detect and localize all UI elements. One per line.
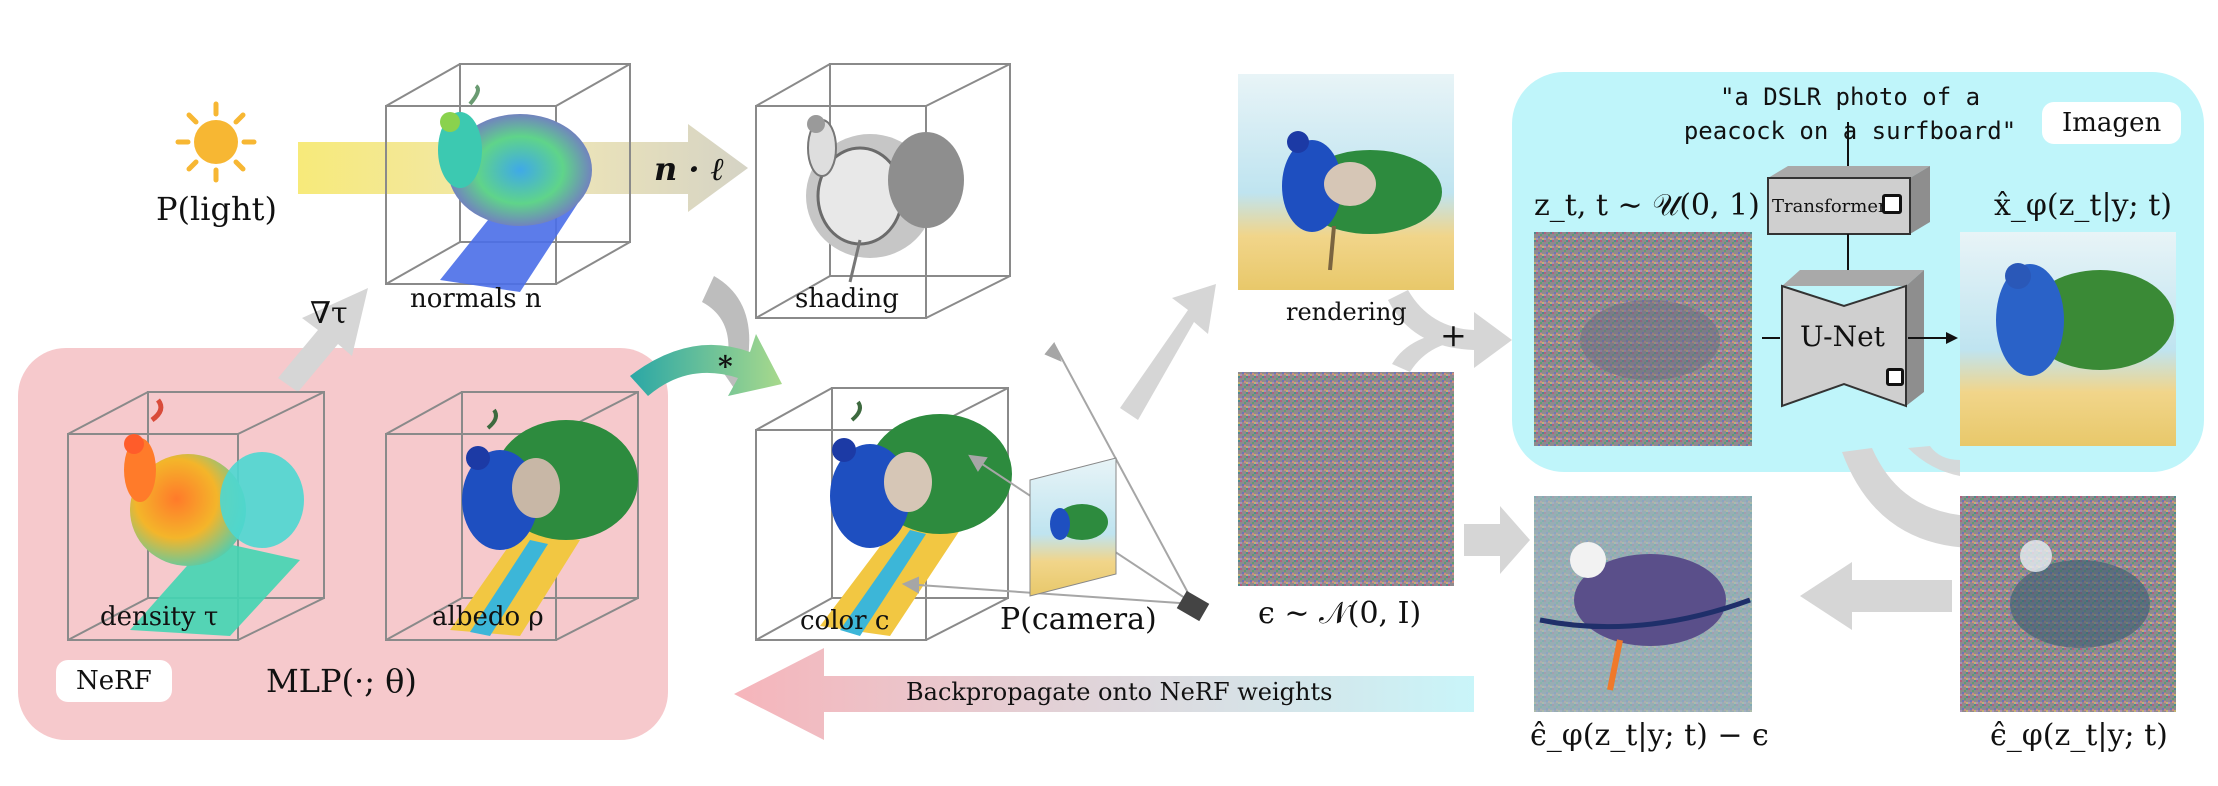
albedo-label: albedo ρ — [432, 602, 544, 632]
noise-to-diff-arrow — [1464, 506, 1530, 574]
shading-peacock-image — [806, 115, 964, 283]
ndotl-label: n · ℓ — [654, 150, 725, 188]
prompt-line-1: "a DSLR photo of a — [1719, 83, 1981, 111]
zt-noisy-image — [1534, 232, 1752, 446]
lock-icon — [1886, 368, 1904, 386]
normals-peacock-image — [438, 84, 592, 292]
noise-to-zt-arrow — [1392, 330, 1474, 372]
zt-label: z_t, t ∼ 𝒰(0, 1) — [1534, 188, 1760, 223]
eps-diff-image — [1534, 496, 1752, 712]
camera-label: P(camera) — [1000, 602, 1157, 637]
density-label: density τ — [100, 602, 219, 632]
rendering-to-zt-arrow — [1388, 290, 1512, 368]
rendering-image — [1238, 74, 1454, 290]
eps-hat-image — [1960, 496, 2176, 712]
normals-label: normals n — [410, 284, 542, 314]
eps-diff-label: ϵ̂_φ(z_t|y; t) − ϵ — [1530, 718, 1769, 753]
xhat-image — [1960, 232, 2176, 446]
prompt-line-2: peacock on a surfboard" — [1683, 117, 2017, 145]
nerf-tag: NeRF — [56, 660, 172, 702]
backprop-label: Backpropagate onto NeRF weights — [906, 678, 1333, 706]
lock-icon — [1882, 194, 1902, 214]
transformer-label: Transformer — [1772, 196, 1887, 217]
backprop-arrow — [734, 648, 1474, 740]
camera-image-plane — [1029, 457, 1117, 597]
imagen-tag: Imagen — [2042, 102, 2182, 144]
gradient-arrow — [278, 288, 368, 392]
color-label: color c — [800, 606, 890, 636]
eps-hat-label: ϵ̂_φ(z_t|y; t) — [1990, 718, 2168, 753]
light-label: P(light) — [156, 190, 277, 228]
camera-frustum — [901, 342, 1195, 605]
xhat-label: x̂_φ(z_t|y; t) — [1994, 188, 2172, 223]
grad-label: ∇τ — [310, 296, 348, 331]
multiply-symbol: * — [718, 350, 733, 383]
mlp-label: MLP(·; θ) — [266, 662, 417, 700]
epshat-to-diff-arrow — [1800, 562, 1952, 630]
camera-icon — [1176, 590, 1210, 622]
nerf-panel — [18, 348, 668, 740]
noise-label: ϵ ∼ 𝒩(0, I) — [1258, 596, 1422, 631]
noise-image — [1238, 372, 1454, 586]
albedo-to-color-arrow — [630, 334, 782, 396]
plus-symbol: + — [1440, 316, 1467, 354]
albedo-peacock-image — [450, 408, 638, 636]
color-to-rendering-arrow — [1120, 284, 1216, 420]
density-peacock-image — [124, 398, 304, 636]
unet-label: U-Net — [1800, 320, 1885, 353]
color-peacock-image — [820, 400, 1012, 636]
rendering-label: rendering — [1286, 298, 1407, 326]
sun-icon — [175, 101, 257, 183]
shading-label: shading — [795, 284, 899, 314]
